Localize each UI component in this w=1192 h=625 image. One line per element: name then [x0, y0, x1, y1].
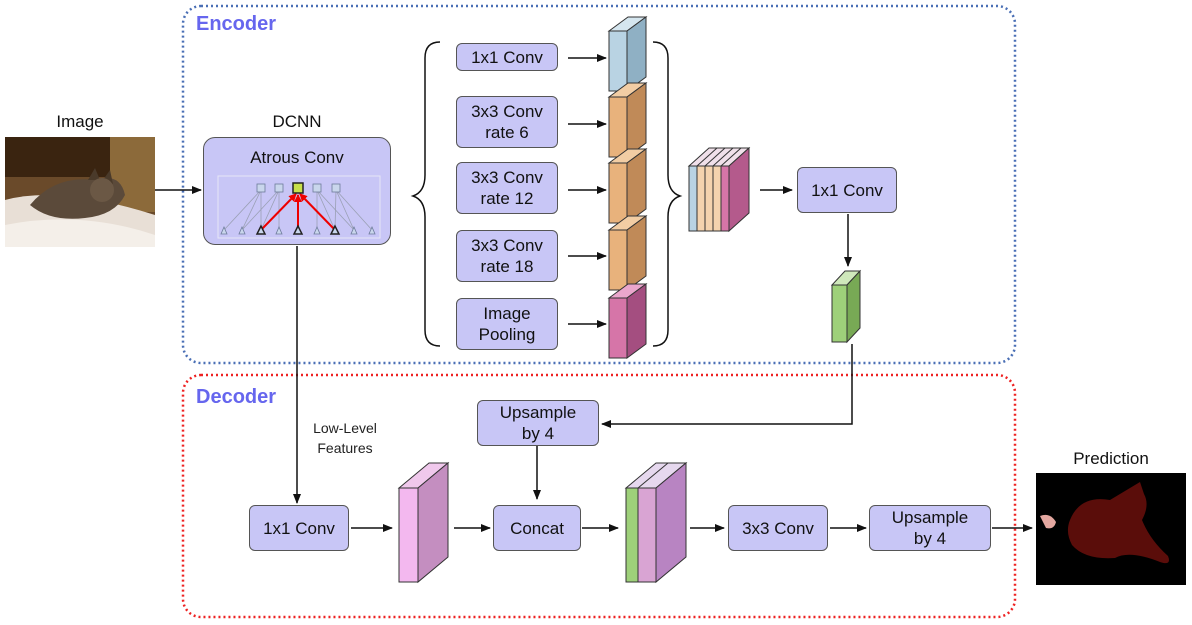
prediction-mask-image — [1036, 473, 1186, 585]
decoder-frame — [181, 373, 1017, 619]
aspp-branch-1x1-conv: 1x1 Conv — [456, 43, 558, 71]
input-image — [5, 137, 155, 247]
aspp-branch-image-pooling: Image Pooling — [456, 298, 558, 350]
branch-4-line2: rate 18 — [480, 257, 534, 276]
feature-map-pooling — [607, 283, 648, 359]
decoder-upsample-top: Upsample by 4 — [477, 400, 599, 446]
decoder-lowlevel-conv: 1x1 Conv — [249, 505, 349, 551]
conv3-label: 3x3 Conv — [742, 518, 814, 538]
feature-map-rate12 — [607, 148, 648, 224]
concat-label: Concat — [510, 518, 564, 538]
aspp-fuse-conv: 1x1 Conv — [797, 167, 897, 213]
dcnn-atrous-conv-box: Atrous Conv — [203, 137, 391, 245]
aspp-branch-rate6: 3x3 Conv rate 6 — [456, 96, 558, 148]
upsample-top-line2: by 4 — [521, 424, 555, 443]
dcnn-label: DCNN — [272, 112, 322, 131]
decoder-upsample-out: Upsample by 4 — [869, 505, 991, 551]
aspp-branch-rate18: 3x3 Conv rate 18 — [456, 230, 558, 282]
prediction-label: Prediction — [1073, 449, 1149, 468]
atrous-conv-label: Atrous Conv — [250, 148, 344, 167]
atrous-conv-graphic — [217, 175, 381, 239]
branch-5-line2: Pooling — [478, 325, 536, 344]
branch-3-line1: 3x3 Conv — [471, 168, 543, 187]
lowlevel-conv-label: 1x1 Conv — [263, 518, 335, 538]
low-level-line1: Low-Level — [313, 420, 377, 436]
encoder-frame — [181, 4, 1017, 365]
branch-3-line2: rate 12 — [480, 189, 534, 208]
combined-feature-map — [624, 461, 688, 584]
branch-5-line1: Image — [483, 304, 531, 323]
decoder-3x3-conv: 3x3 Conv — [728, 505, 828, 551]
aspp-left-brace — [410, 41, 441, 347]
encoder-output-map — [830, 269, 862, 344]
branch-2-line1: 3x3 Conv — [471, 102, 543, 121]
decoder-concat: Concat — [493, 505, 581, 551]
fuse-conv-label: 1x1 Conv — [811, 180, 883, 200]
branch-4-line1: 3x3 Conv — [471, 236, 543, 255]
low-level-feature-map — [397, 461, 450, 584]
low-level-line2: Features — [317, 440, 373, 456]
encoder-title: Encoder — [196, 13, 277, 35]
feature-map-1x1 — [607, 16, 648, 92]
low-level-features-label: Low-Level Features — [297, 418, 393, 458]
aspp-branch-rate12: 3x3 Conv rate 12 — [456, 162, 558, 214]
branch-2-line2: rate 6 — [485, 123, 529, 142]
decoder-title: Decoder — [196, 386, 277, 408]
feature-map-rate6 — [607, 82, 648, 158]
branch-1-line1: 1x1 Conv — [471, 47, 543, 67]
arrow-green-to-upsample — [601, 344, 853, 428]
concatenated-feature-stack — [687, 146, 751, 233]
aspp-right-brace — [652, 41, 683, 347]
input-image-label: Image — [56, 112, 104, 131]
upsample-out-line1: Upsample — [891, 508, 969, 527]
upsample-top-line1: Upsample — [499, 403, 577, 422]
upsample-out-line2: by 4 — [913, 529, 947, 548]
feature-map-rate18 — [607, 215, 648, 291]
